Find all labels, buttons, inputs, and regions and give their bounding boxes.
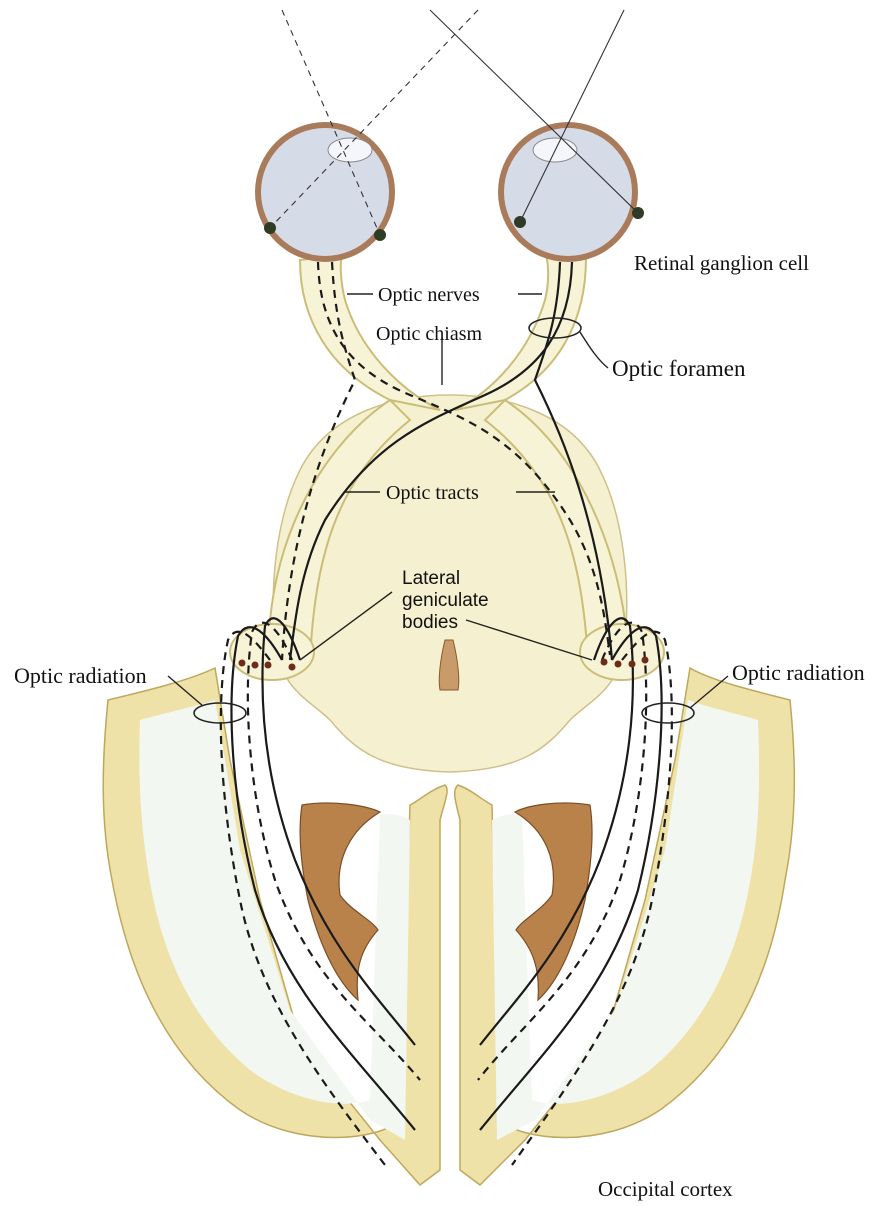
label-lateral-geniculate-2: geniculate <box>402 590 489 611</box>
label-optic-radiation-right: Optic radiation <box>732 660 865 685</box>
ganglion-cell-left-temporal <box>264 222 276 234</box>
label-optic-foramen: Optic foramen <box>612 356 746 381</box>
ganglion-cell-right-temporal <box>632 207 644 219</box>
label-lateral-geniculate-3: bodies <box>402 612 458 633</box>
label-optic-chiasm: Optic chiasm <box>376 323 483 345</box>
label-occipital-cortex: Occipital cortex <box>598 1177 733 1201</box>
lgn-left-body <box>230 624 314 680</box>
label-optic-nerves: Optic nerves <box>378 284 480 306</box>
ganglion-cell-right-nasal <box>514 216 526 228</box>
left-white-matter <box>139 700 410 1140</box>
lgn-right-body <box>580 624 664 680</box>
left-ventricle <box>300 803 380 1000</box>
ganglion-cell-left-nasal <box>374 229 386 241</box>
label-retinal-ganglion-cell: Retinal ganglion cell <box>634 251 809 275</box>
label-optic-radiation-left: Optic radiation <box>14 663 147 688</box>
left-eye <box>255 122 395 262</box>
label-optic-tracts: Optic tracts <box>386 482 479 504</box>
label-lateral-geniculate-1: Lateral <box>402 568 460 589</box>
